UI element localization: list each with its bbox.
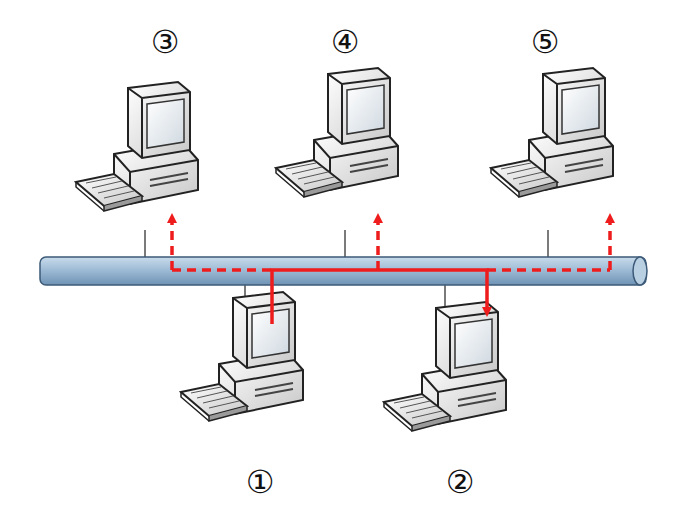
callout-number: ④	[331, 26, 360, 58]
signal-path	[172, 218, 610, 324]
computer-icon	[76, 68, 613, 431]
callout-number: ⑤	[531, 26, 560, 58]
callout-number: ①	[246, 466, 275, 498]
callout-number: ②	[446, 466, 475, 498]
callout-number: ③	[151, 26, 180, 58]
